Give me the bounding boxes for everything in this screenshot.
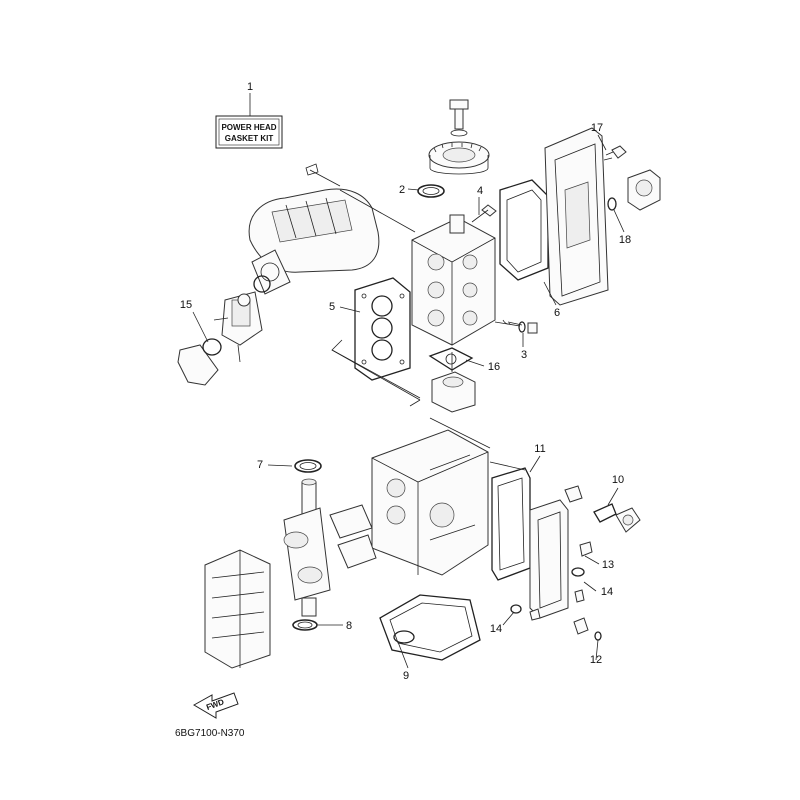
cylinder-head-drawing bbox=[411, 204, 538, 346]
anode-cover-drawing bbox=[510, 503, 641, 641]
carburetor-drawing bbox=[177, 291, 263, 386]
side-cover-drawing bbox=[529, 485, 593, 635]
cylinder-head-gasket-drawing bbox=[354, 277, 411, 381]
callout-2: 2 bbox=[399, 184, 405, 196]
callout-14-right: 14 bbox=[601, 586, 613, 598]
crankshaft-drawing bbox=[283, 478, 377, 617]
fuel-pump-drawing bbox=[605, 145, 661, 211]
exhaust-cover-gasket-drawing bbox=[499, 179, 549, 281]
callout-14-left: 14 bbox=[490, 623, 502, 635]
callout-9: 9 bbox=[403, 670, 409, 682]
small-o-ring-drawing bbox=[518, 321, 526, 333]
crankcase-drawing bbox=[204, 549, 271, 669]
callout-3: 3 bbox=[521, 349, 527, 361]
gasket-kit-label-box: POWER HEAD GASKET KIT bbox=[215, 115, 283, 149]
callout-17: 17 bbox=[591, 122, 603, 134]
assembly-lines bbox=[331, 339, 491, 449]
thermostat-cover-drawing bbox=[428, 347, 476, 413]
callout-numbers: 1 2 4 3 5 6 7 8 9 10 11 12 13 14 14 15 1… bbox=[180, 81, 631, 682]
exhaust-inner-cover-gasket-drawing bbox=[491, 467, 531, 581]
forward-arrow-icon: FWD bbox=[192, 692, 239, 719]
intake-manifold-drawing bbox=[248, 163, 416, 295]
callout-4: 4 bbox=[477, 185, 483, 197]
callout-6: 6 bbox=[554, 307, 560, 319]
oil-pan-gasket-drawing bbox=[379, 594, 481, 661]
callout-18: 18 bbox=[619, 234, 631, 246]
crank-oil-seals-drawing bbox=[292, 459, 322, 631]
callout-15: 15 bbox=[180, 299, 192, 311]
callout-11: 11 bbox=[534, 443, 545, 455]
diagram-part-code: 6BG7100-N370 bbox=[175, 728, 245, 739]
kit-label-line2: GASKET KIT bbox=[225, 134, 274, 143]
callout-8: 8 bbox=[346, 620, 352, 632]
callout-10: 10 bbox=[612, 474, 624, 486]
callout-leader-lines bbox=[192, 93, 625, 669]
callout-5: 5 bbox=[329, 301, 335, 313]
callout-13: 13 bbox=[602, 559, 614, 571]
callout-12: 12 bbox=[590, 654, 602, 666]
camshaft-pulley-drawing bbox=[428, 99, 490, 175]
callout-16: 16 bbox=[488, 361, 500, 373]
callout-7: 7 bbox=[257, 459, 263, 471]
cylinder-block-drawing bbox=[371, 429, 526, 576]
exhaust-cover-drawing bbox=[544, 127, 613, 306]
callout-1: 1 bbox=[247, 81, 253, 93]
oil-seal-top-drawing bbox=[417, 184, 445, 198]
kit-label-line1: POWER HEAD bbox=[221, 123, 276, 132]
